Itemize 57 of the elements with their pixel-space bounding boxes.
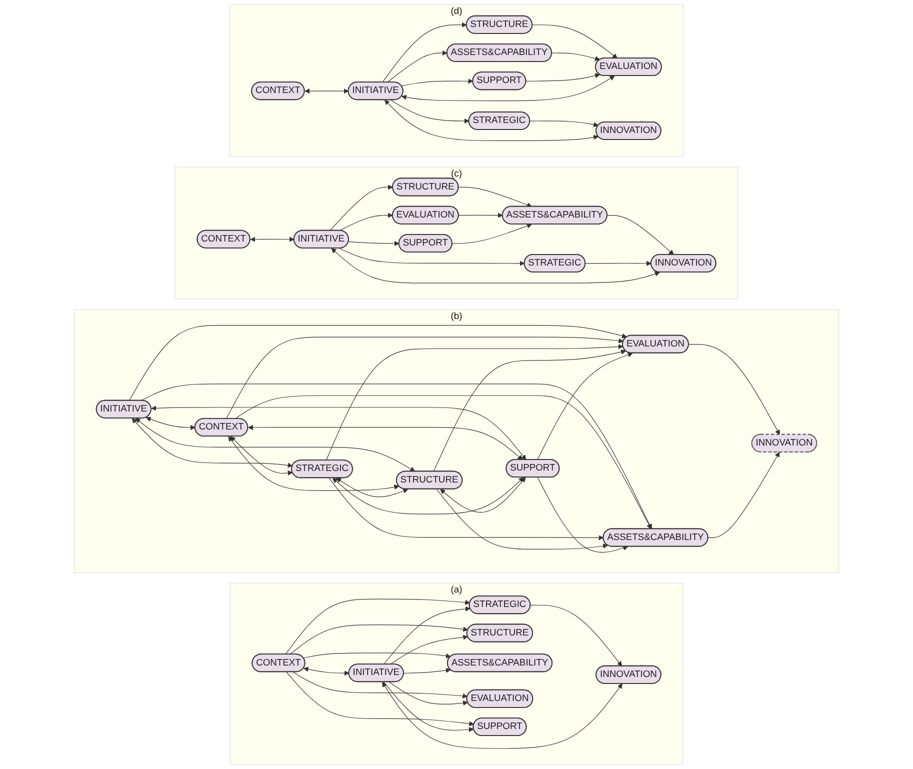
arrow [403, 668, 451, 674]
arrow [384, 100, 598, 141]
arrow [128, 325, 627, 401]
arrow [228, 436, 400, 491]
arrow [304, 666, 350, 676]
arrow [383, 606, 470, 665]
arrow [336, 478, 408, 498]
arrow [326, 344, 624, 461]
arrow [552, 52, 600, 61]
arrow [688, 344, 780, 435]
arrow [530, 120, 598, 128]
arrow [383, 682, 474, 732]
arrow [526, 73, 600, 82]
arrow [708, 452, 780, 538]
arrow [607, 215, 674, 255]
arrow [250, 236, 294, 242]
arrow [532, 24, 618, 59]
arrow [285, 598, 470, 655]
arrow [140, 384, 652, 530]
arrow [458, 186, 532, 208]
arrow [382, 22, 467, 83]
arrow [390, 100, 470, 124]
arrow [401, 78, 474, 86]
arrow [537, 477, 628, 553]
arrow [290, 624, 468, 655]
arrow [585, 260, 652, 266]
arrow [292, 672, 468, 699]
arrow [440, 477, 526, 513]
arrow [402, 76, 615, 102]
arrow [248, 424, 523, 460]
arrow [332, 477, 524, 514]
arrow [146, 416, 196, 430]
arrow [304, 88, 349, 94]
arrow [530, 604, 622, 666]
arrow [537, 352, 633, 460]
arrow [436, 488, 608, 550]
arrow [386, 50, 448, 83]
arrow [329, 184, 394, 231]
arrow [328, 478, 604, 540]
arrow [226, 336, 624, 420]
arrow [339, 248, 525, 266]
arrow [234, 395, 652, 530]
arrow [433, 349, 626, 472]
arrow [390, 634, 468, 665]
arrow [230, 436, 293, 476]
arrow [303, 652, 451, 658]
arrow [458, 212, 503, 218]
arrow [452, 223, 532, 244]
arrow [331, 248, 660, 284]
arrow [132, 418, 293, 468]
arrow [286, 672, 474, 726]
arrow [339, 212, 393, 231]
arrow [388, 682, 468, 706]
arrow [151, 406, 526, 460]
arrow [348, 240, 400, 246]
arrow [382, 682, 622, 749]
arrow [135, 418, 416, 472]
